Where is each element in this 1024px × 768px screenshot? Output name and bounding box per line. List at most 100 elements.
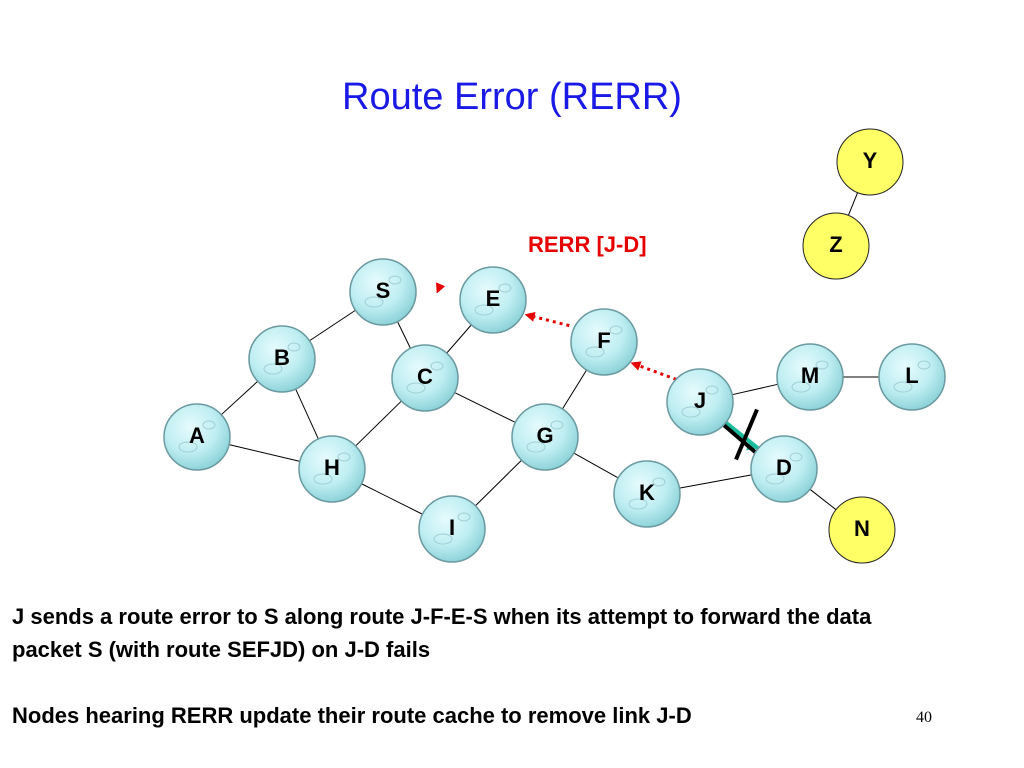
node-circle	[163, 403, 231, 471]
node-circle	[802, 212, 870, 280]
node-circle	[613, 460, 681, 528]
node-label: F	[597, 328, 610, 353]
node-circle	[391, 344, 459, 412]
node-a: A	[163, 403, 231, 471]
node-j: J	[666, 368, 734, 436]
node-texture	[433, 533, 453, 545]
link-H-I	[361, 483, 423, 515]
node-texture	[705, 385, 719, 395]
node-y: Y	[836, 128, 904, 196]
link-G-K	[573, 452, 619, 479]
node-texture	[585, 346, 605, 358]
node-texture	[178, 441, 198, 453]
node-label: M	[801, 363, 819, 388]
caption-line-2: Nodes hearing RERR update their route ca…	[12, 703, 692, 728]
link-C-H	[355, 400, 402, 447]
node-circle	[666, 368, 734, 436]
node-g: G	[511, 403, 579, 471]
caption: J sends a route error to S along route J…	[12, 600, 912, 732]
node-circle	[828, 496, 896, 564]
node-f: F	[570, 308, 638, 376]
node-circle	[511, 403, 579, 471]
rerr-arrow-J-to-F	[630, 361, 677, 381]
link-C-G	[454, 392, 516, 423]
slide-title: Route Error (RERR)	[342, 76, 682, 118]
node-circle	[248, 325, 316, 393]
node-label: H	[324, 455, 340, 480]
node-texture	[917, 360, 931, 370]
node-label: N	[854, 516, 870, 541]
caption-line-1: J sends a route error to S along route J…	[12, 604, 872, 662]
node-texture	[815, 360, 829, 370]
links-layer	[220, 192, 879, 515]
link-broken-cross-mark	[720, 421, 760, 457]
link-S-C	[397, 321, 411, 349]
link-D-N	[809, 488, 837, 511]
node-label: B	[274, 345, 290, 370]
node-label: D	[776, 455, 792, 480]
node-label: G	[536, 423, 553, 448]
node-circle	[349, 258, 417, 326]
node-texture	[628, 498, 648, 510]
node-texture	[388, 275, 402, 285]
node-label: I	[449, 515, 455, 540]
node-texture	[609, 325, 623, 335]
node-l: L	[878, 343, 946, 411]
link-K-D	[679, 474, 752, 489]
node-texture	[681, 406, 701, 418]
rerr-arrow-F-to-E	[524, 311, 570, 328]
link-J-M	[732, 383, 778, 396]
node-circle	[776, 343, 844, 411]
node-texture	[430, 361, 444, 371]
node-e: E	[459, 266, 527, 334]
node-c: C	[391, 344, 459, 412]
link-F-G	[561, 369, 588, 410]
node-texture	[406, 382, 426, 394]
node-circle	[570, 308, 638, 376]
node-texture	[526, 441, 546, 453]
link-Y-Z	[847, 192, 859, 216]
node-texture	[765, 473, 785, 485]
node-texture	[652, 477, 666, 487]
node-texture	[791, 381, 811, 393]
node-label: K	[639, 480, 655, 505]
node-m: M	[776, 343, 844, 411]
link-B-A	[220, 380, 259, 416]
link-G-I	[475, 459, 522, 507]
link-S-B	[309, 309, 356, 342]
node-s: S	[349, 258, 417, 326]
rerr-arrow-E-to-S	[435, 282, 446, 294]
broken-link-J-D	[724, 421, 760, 450]
node-circle	[750, 435, 818, 503]
node-texture	[498, 283, 512, 293]
link-A-H	[228, 444, 301, 462]
node-circle	[878, 343, 946, 411]
node-h: H	[298, 435, 366, 503]
node-label: S	[376, 278, 391, 303]
node-texture	[474, 304, 494, 316]
link-B-H	[295, 388, 319, 440]
node-texture	[364, 296, 384, 308]
link-E-C	[446, 324, 472, 354]
node-label: Y	[863, 148, 878, 173]
node-circle	[459, 266, 527, 334]
node-texture	[550, 420, 564, 430]
node-i: I	[418, 495, 486, 563]
link-broken-cross-mark	[734, 408, 759, 461]
node-texture	[789, 452, 803, 462]
page-number: 40	[916, 709, 932, 726]
node-circle	[418, 495, 486, 563]
node-texture	[263, 363, 283, 375]
node-texture	[457, 512, 471, 522]
node-label: A	[189, 423, 205, 448]
node-texture	[287, 342, 301, 352]
node-circle	[836, 128, 904, 196]
node-label: E	[486, 286, 501, 311]
node-label: C	[417, 364, 433, 389]
node-d: D	[750, 435, 818, 503]
node-n: N	[828, 496, 896, 564]
node-texture	[313, 473, 333, 485]
node-z: Z	[802, 212, 870, 280]
node-texture	[893, 381, 913, 393]
